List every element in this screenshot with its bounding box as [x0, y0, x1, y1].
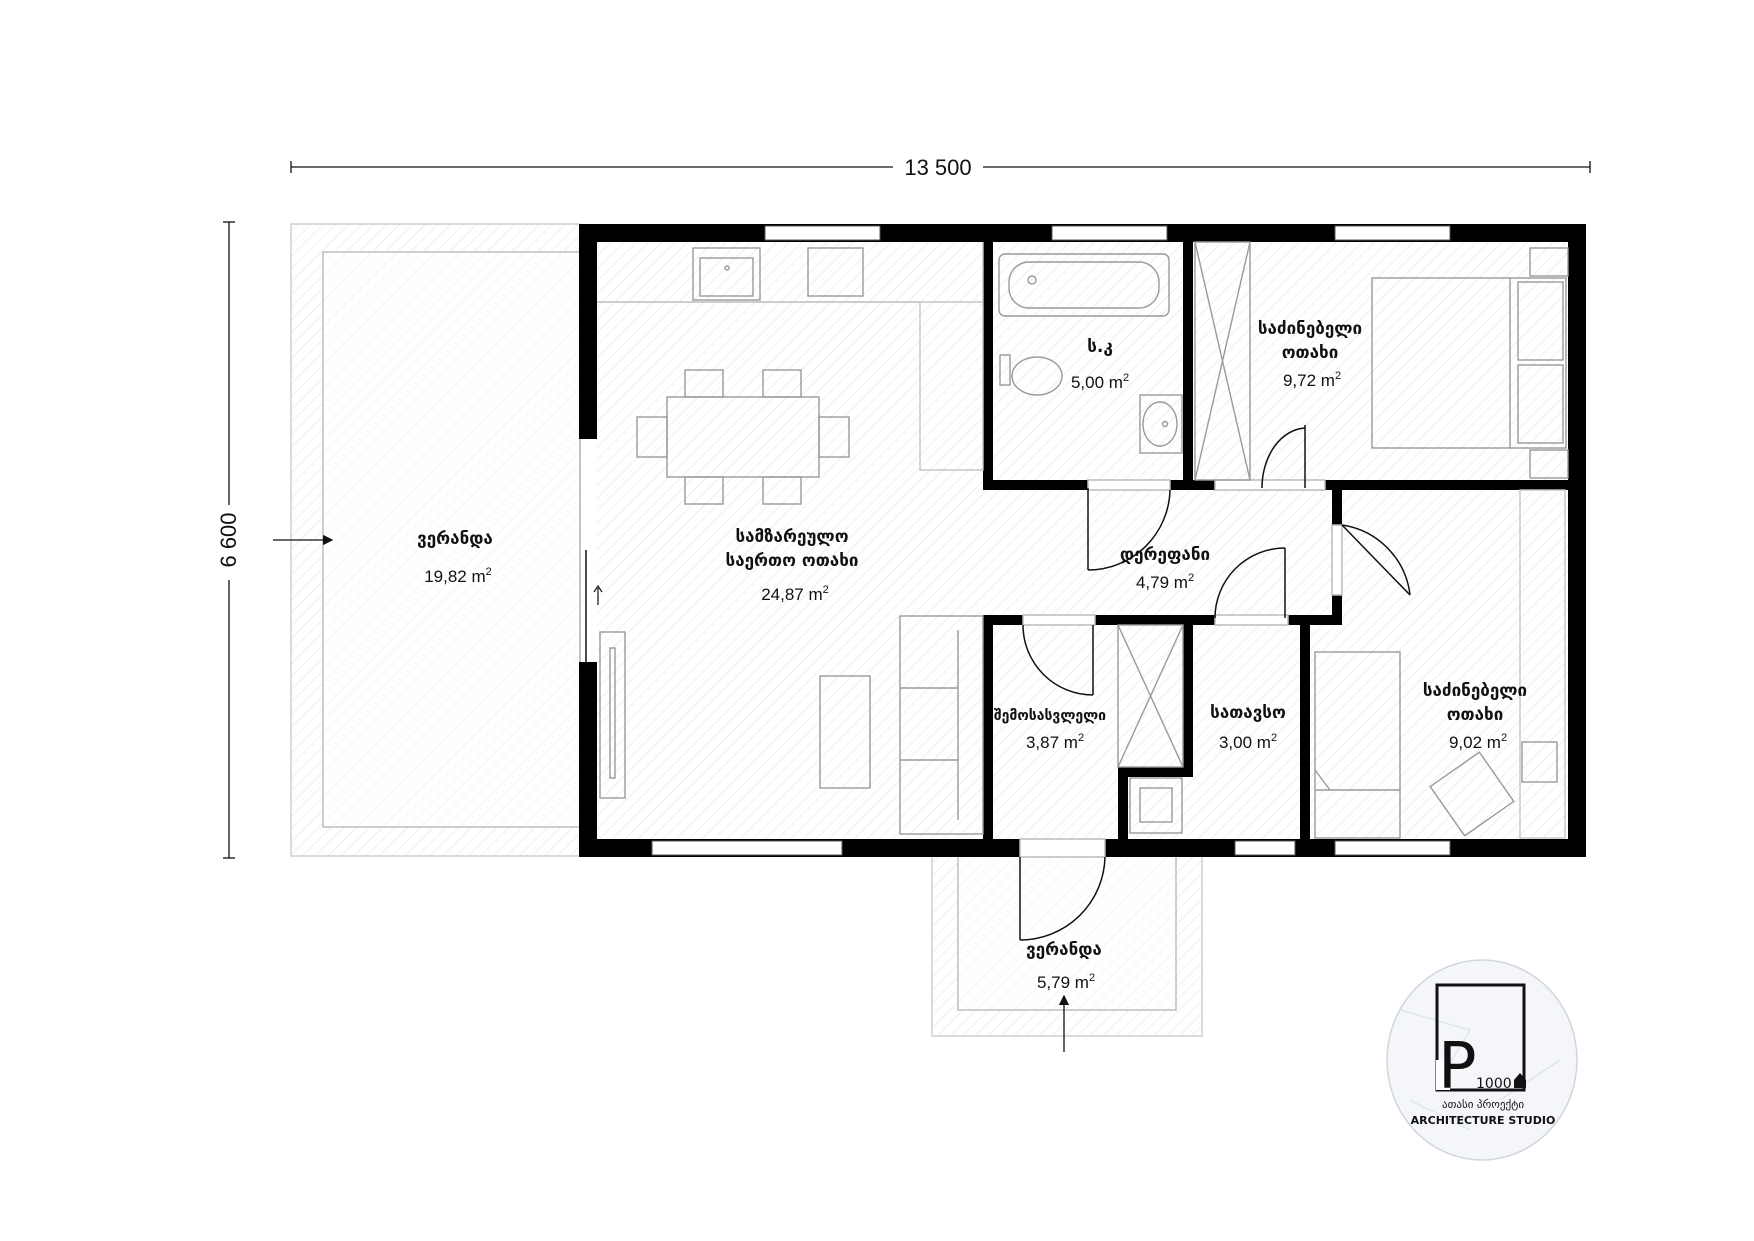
svg-text:5,79 m2: 5,79 m2	[1037, 972, 1095, 992]
doors	[579, 425, 1411, 941]
interior-floor	[597, 242, 1585, 839]
svg-text:სათავსო: სათავსო	[1210, 703, 1286, 723]
desk-icon	[1519, 489, 1566, 839]
room-label-veranda-left: ვერანდა 19,82 m2	[417, 529, 493, 586]
svg-text:შემოსასვლელი: შემოსასვლელი	[994, 708, 1106, 724]
svg-text:საძინებელი: საძინებელი	[1258, 319, 1362, 339]
tv-unit-icon	[599, 631, 626, 799]
svg-text:დერეფანი: დერეფანი	[1120, 545, 1210, 565]
svg-text:3,87 m2: 3,87 m2	[1026, 732, 1084, 752]
logo-tagline: ათასი პროექტი	[1442, 1098, 1524, 1111]
coffee-table-icon	[819, 675, 871, 789]
logo-frame	[1435, 983, 1526, 1092]
veranda-front-area	[931, 855, 1203, 1037]
svg-text:ვერანდა: ვერანდა	[1026, 940, 1102, 960]
svg-text:9,02 m2: 9,02 m2	[1449, 732, 1507, 752]
svg-text:9,72 m2: 9,72 m2	[1283, 370, 1341, 390]
dimension-width-label: 13 500	[904, 155, 971, 180]
room-label-storage: სათავსო 3,00 m2	[1210, 703, 1286, 752]
room-label-hallway: დერეფანი 4,79 m2	[1120, 545, 1210, 592]
room-label-entrance-hall: შემოსასვლელი 3,87 m2	[994, 708, 1106, 752]
room-label-bedroom-top: საძინებელი ოთახი 9,72 m2	[1258, 319, 1362, 390]
wardrobe-storage-icon	[1117, 624, 1184, 768]
veranda-left-area	[290, 223, 581, 857]
toilet-icon	[999, 354, 1011, 386]
room-label-bathroom: ს.კ 5,00 m2	[1071, 337, 1129, 392]
furniture	[597, 241, 1569, 839]
svg-text:ოთახი: ოთახი	[1447, 705, 1504, 725]
logo-letter: P	[1438, 1030, 1477, 1104]
dimension-height: 6 600	[216, 221, 241, 859]
entry-arrows	[273, 534, 1070, 1052]
house-icon	[1514, 1073, 1526, 1088]
windows	[651, 225, 1451, 856]
room-label-veranda-front: ვერანდა 5,79 m2	[1026, 940, 1102, 992]
single-bed-icon	[1314, 651, 1401, 839]
svg-text:19,82 m2: 19,82 m2	[424, 566, 492, 586]
boiler-icon	[1129, 777, 1183, 834]
svg-text:საძინებელი: საძინებელი	[1423, 681, 1527, 701]
svg-text:ს.კ: ს.კ	[1087, 337, 1113, 357]
sofa-icon	[899, 615, 984, 835]
svg-text:5,00 m2: 5,00 m2	[1071, 372, 1129, 392]
double-bed-icon	[1371, 277, 1567, 449]
studio-logo: P 1000 ათასი პროექტი ARCHITECTURE STUDIO	[1386, 959, 1578, 1161]
dimension-height-label: 6 600	[216, 512, 241, 567]
logo-number: 1000	[1476, 1076, 1512, 1092]
logo-studio: ARCHITECTURE STUDIO	[1411, 1114, 1556, 1127]
room-label-bedroom-bottom: საძინებელი ოთახი 9,02 m2	[1423, 681, 1527, 752]
armchair-icon	[1429, 751, 1515, 837]
stove-icon	[807, 247, 864, 297]
room-label-kitchen: სამზარეულო საერთო ოთახი 24,87 m2	[726, 527, 859, 604]
svg-text:საერთო ოთახი: საერთო ოთახი	[726, 551, 859, 571]
dimension-width: 13 500	[290, 155, 1591, 180]
svg-text:ვერანდა: ვერანდა	[417, 529, 493, 549]
svg-text:24,87 m2: 24,87 m2	[761, 584, 829, 604]
wardrobe-top-icon	[1194, 241, 1251, 481]
svg-text:სამზარეულო: სამზარეულო	[735, 527, 848, 547]
bathtub-icon	[998, 253, 1170, 317]
svg-text:ოთახი: ოთახი	[1282, 343, 1339, 363]
sink-icon	[692, 247, 761, 301]
wash-basin-icon	[1139, 394, 1183, 454]
svg-text:4,79 m2: 4,79 m2	[1136, 572, 1194, 592]
svg-text:3,00 m2: 3,00 m2	[1219, 732, 1277, 752]
